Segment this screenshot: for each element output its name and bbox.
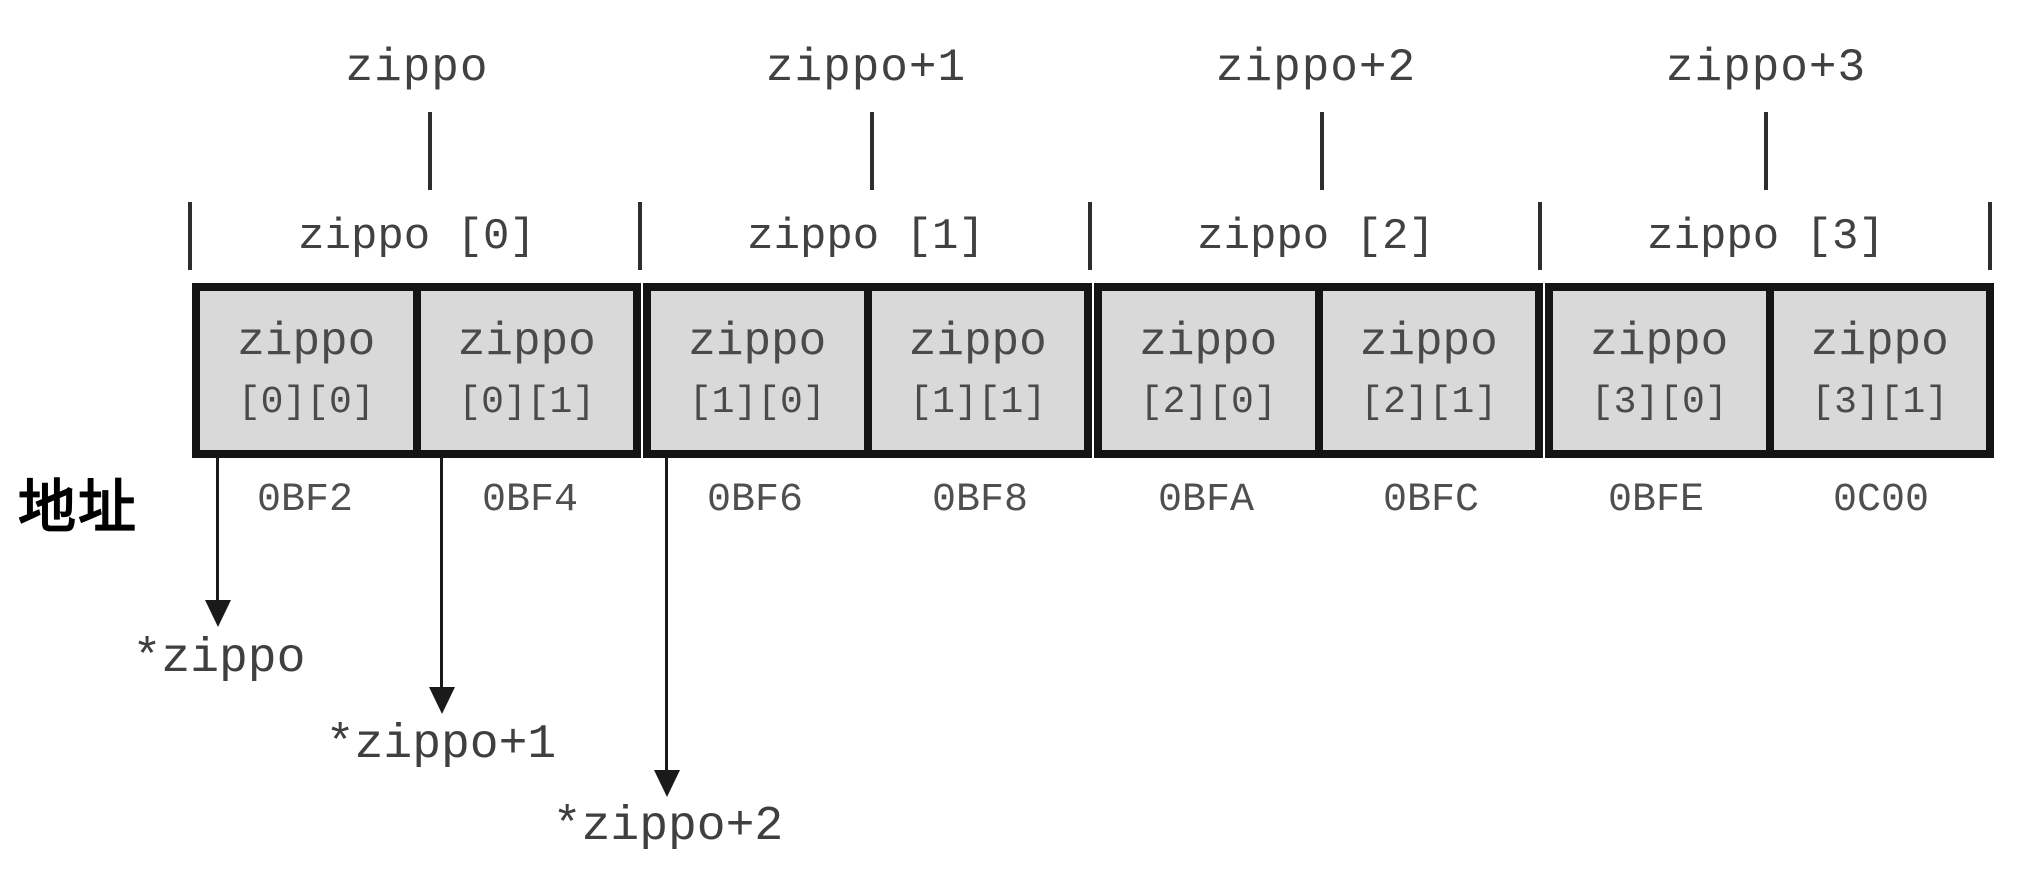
- row-separator-tick: [638, 202, 642, 270]
- cell-array-name: zippo: [688, 315, 827, 368]
- cell-array-name: zippo: [457, 315, 596, 368]
- address-label-5: 0BFC: [1382, 478, 1479, 523]
- cell-array-name: zippo: [1139, 315, 1278, 368]
- deref-pointer-label-zippo-1: *zippo+1: [325, 718, 557, 772]
- memory-cell-0-0: zippo [0][0]: [200, 291, 413, 450]
- memory-pair-1: zippo [1][0] zippo [1][1]: [643, 283, 1092, 458]
- row-label-zippo-2: zippo [2]: [1197, 212, 1435, 262]
- top-pointer-label-zippo-1: zippo+1: [765, 42, 967, 94]
- memory-cell-3-0: zippo [3][0]: [1553, 291, 1766, 450]
- memory-cell-0-1: zippo [0][1]: [412, 291, 633, 450]
- memory-cell-2-1: zippo [2][1]: [1314, 291, 1535, 450]
- row-separator-tick: [188, 202, 192, 270]
- cell-array-name: zippo: [237, 315, 376, 368]
- memory-pair-3: zippo [3][0] zippo [3][1]: [1545, 283, 1994, 458]
- row-label-zippo-0: zippo [0]: [298, 212, 536, 262]
- address-label-4: 0BFA: [1157, 478, 1254, 523]
- cell-subscript: [0][1]: [458, 380, 596, 424]
- top-pointer-label-zippo: zippo: [345, 42, 489, 94]
- address-label-3: 0BF8: [931, 478, 1028, 523]
- top-pointer-label-zippo-3: zippo+3: [1665, 42, 1867, 94]
- address-label-6: 0BFE: [1607, 478, 1704, 523]
- cell-array-name: zippo: [1810, 315, 1949, 368]
- cell-subscript: [2][0]: [1139, 380, 1277, 424]
- memory-cell-2-0: zippo [2][0]: [1102, 291, 1315, 450]
- row-label-zippo-1: zippo [1]: [747, 212, 985, 262]
- memory-cell-3-1: zippo [3][1]: [1765, 291, 1986, 450]
- row-label-zippo-3: zippo [3]: [1647, 212, 1885, 262]
- pointer-arrow-zippo-2: [653, 458, 680, 797]
- memory-cell-1-0: zippo [1][0]: [651, 291, 864, 450]
- memory-pair-0: zippo [0][0] zippo [0][1]: [192, 283, 641, 458]
- deref-pointer-label-zippo: *zippo: [132, 632, 306, 686]
- pointer-arrow-zippo: [204, 458, 231, 627]
- row-separator-tick: [1988, 202, 1992, 270]
- row-separator-tick: [1088, 202, 1092, 270]
- top-pointer-label-zippo-2: zippo+2: [1215, 42, 1417, 94]
- cell-array-name: zippo: [908, 315, 1047, 368]
- row-separator-tick: [1538, 202, 1542, 270]
- cell-subscript: [1][1]: [909, 380, 1047, 424]
- pointer-connector-line: [1764, 112, 1768, 190]
- pointer-connector-line: [1320, 112, 1324, 190]
- cell-subscript: [0][0]: [237, 380, 375, 424]
- address-caption: 地址: [18, 475, 139, 540]
- cell-subscript: [1][0]: [688, 380, 826, 424]
- cell-subscript: [2][1]: [1360, 380, 1498, 424]
- cell-array-name: zippo: [1359, 315, 1498, 368]
- cell-subscript: [3][1]: [1811, 380, 1949, 424]
- address-label-2: 0BF6: [706, 478, 803, 523]
- pointer-arrow-zippo-1: [428, 458, 455, 714]
- pointer-connector-line: [870, 112, 874, 190]
- memory-cell-1-1: zippo [1][1]: [863, 291, 1084, 450]
- address-label-7: 0C00: [1832, 478, 1929, 523]
- memory-pair-2: zippo [2][0] zippo [2][1]: [1094, 283, 1543, 458]
- cell-array-name: zippo: [1590, 315, 1729, 368]
- cell-subscript: [3][0]: [1590, 380, 1728, 424]
- address-label-1: 0BF4: [481, 478, 578, 523]
- memory-box: zippo [0][0] zippo [0][1] zippo [1][0] z…: [192, 283, 1994, 458]
- pointer-connector-line: [428, 112, 432, 190]
- address-label-0: 0BF2: [256, 478, 353, 523]
- deref-pointer-label-zippo-2: *zippo+2: [552, 800, 784, 854]
